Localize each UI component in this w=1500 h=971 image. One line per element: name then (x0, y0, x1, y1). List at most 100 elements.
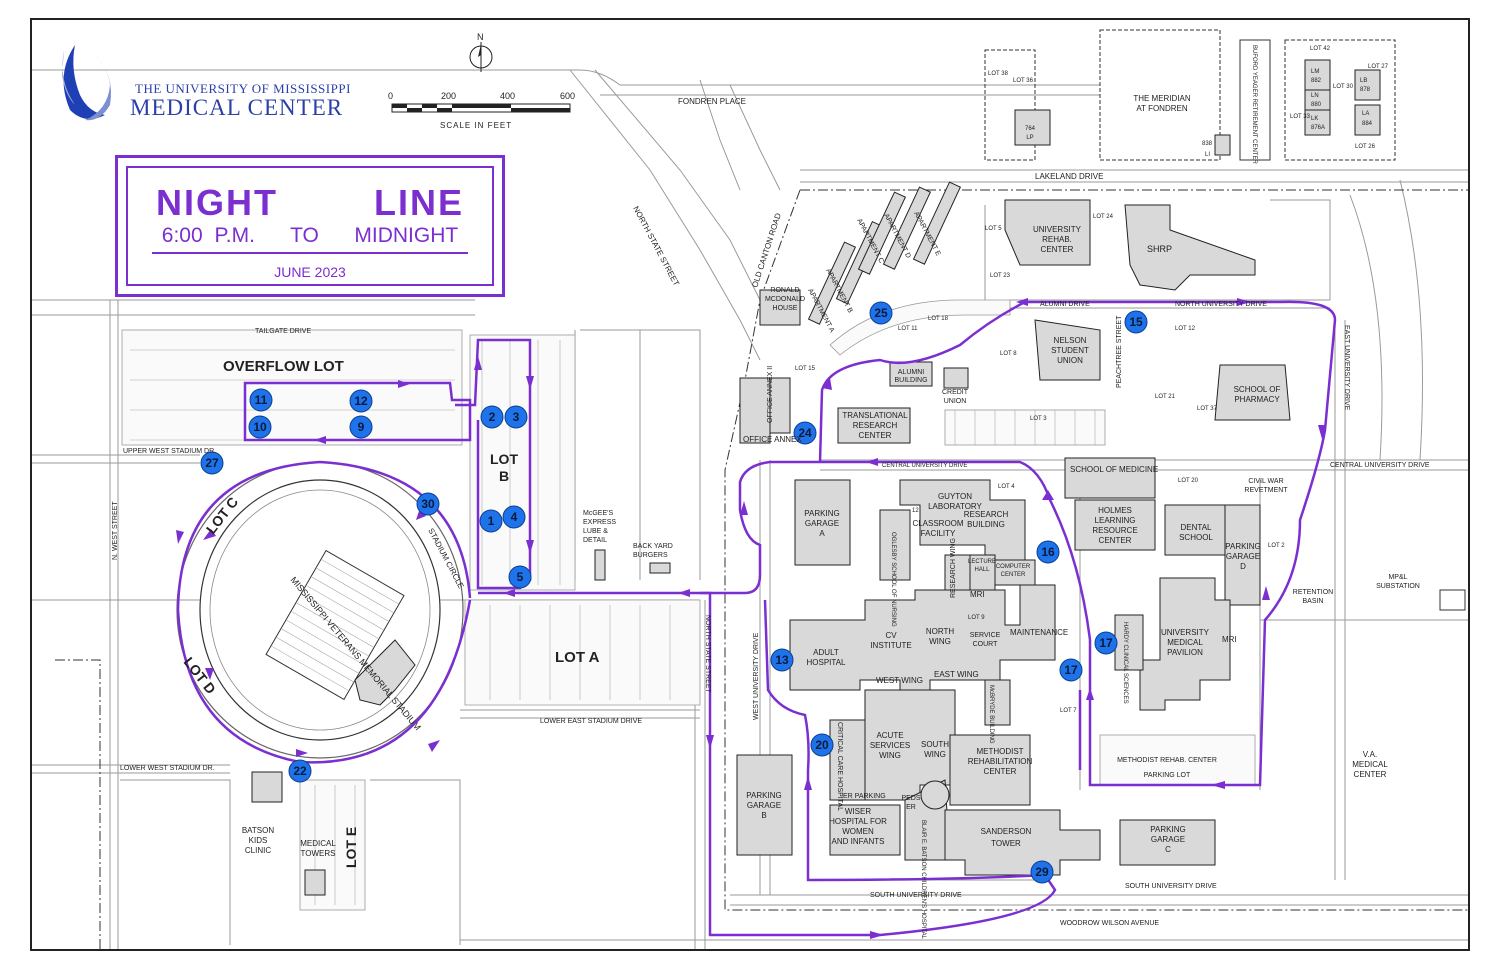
title-divider (152, 252, 468, 254)
stop-number: 25 (874, 306, 888, 320)
title-box-inner: NIGHT LINE 6:00 P.M. TO MIDNIGHT JUNE 20… (126, 166, 494, 286)
stop-circle (416, 492, 440, 516)
svg-text:LOT 20: LOT 20 (1178, 478, 1199, 484)
label-n-west: N. WEST STREET (112, 501, 119, 560)
boundary-west (55, 659, 101, 950)
label-lower-west: LOWER WEST STADIUM DR. (120, 765, 215, 772)
label-west-university: WEST UNIVERSITY DRIVE (753, 632, 760, 720)
svg-text:LOT 33: LOT 33 (1290, 114, 1311, 120)
svg-text:200: 200 (441, 91, 456, 101)
stop-circle (249, 388, 273, 412)
svg-text:LOT 27: LOT 27 (1368, 64, 1389, 70)
map-frame (30, 18, 1470, 951)
label-lot-b1: LOT (490, 451, 518, 467)
label-central-univ: CENTRAL UNIVERSITY DRIVE (882, 463, 967, 469)
svg-text:LOT 12: LOT 12 (1175, 326, 1196, 332)
svg-text:LOT 9: LOT 9 (968, 615, 985, 621)
label-tailgate: TAILGATE DRIVE (255, 328, 311, 335)
svg-text:LOT 37: LOT 37 (1197, 406, 1218, 412)
svg-text:0: 0 (388, 91, 393, 101)
stop-circle (504, 405, 528, 429)
label-fondren: FONDREN PLACE (678, 97, 746, 106)
stop-marker-27: 27 (200, 451, 224, 475)
stop-circle (1059, 658, 1083, 682)
route-title: NIGHT LINE (156, 182, 464, 223)
svg-text:LOT 3: LOT 3 (1030, 416, 1047, 422)
svg-text:SCHOOL OF MEDICINE: SCHOOL OF MEDICINE (1070, 465, 1158, 474)
stop-number: 20 (815, 738, 829, 752)
stop-number: 13 (775, 653, 789, 667)
route-hours: 6:00 P.M. TO MIDNIGHT (161, 224, 459, 247)
stop-circle (793, 421, 817, 445)
label-alumni: ALUMNI DRIVE (1040, 301, 1090, 308)
stop-circle (1124, 310, 1148, 334)
north-arrow: N (469, 32, 493, 72)
svg-text:HARDY CLINICAL SCIENCES: HARDY CLINICAL SCIENCES (1122, 622, 1128, 704)
stop-number: 29 (1035, 865, 1049, 879)
stop-marker-24: 24 (793, 421, 817, 445)
institution-name-line2: MEDICAL CENTER (130, 95, 344, 120)
stop-number: 24 (798, 426, 812, 440)
label-lakeland: LAKELAND DRIVE (1035, 172, 1103, 181)
svg-text:LOT 26: LOT 26 (1355, 144, 1376, 150)
stop-marker-17: 17 (1059, 658, 1083, 682)
label-er-parking: ER PARKING (843, 793, 886, 800)
svg-text:12: 12 (912, 508, 919, 514)
stop-marker-22: 22 (288, 759, 312, 783)
svg-text:LOT 21: LOT 21 (1155, 394, 1176, 400)
stop-number: 12 (354, 394, 368, 408)
svg-text:LOT 38: LOT 38 (988, 71, 1009, 77)
stop-marker-29: 29 (1030, 860, 1054, 884)
stop-number: 15 (1129, 315, 1143, 329)
svg-text:MRI: MRI (1222, 635, 1237, 644)
svg-text:LOT 4: LOT 4 (998, 484, 1015, 490)
label-peachtree: PEACHTREE STREET (1116, 315, 1123, 388)
stop-marker-12: 12 (349, 389, 373, 413)
svg-text:WEST WING: WEST WING (876, 676, 923, 685)
svg-text:LOT 36: LOT 36 (1013, 78, 1034, 84)
stop-circle (349, 389, 373, 413)
svg-text:400: 400 (500, 91, 515, 101)
stop-marker-3: 3 (504, 405, 528, 429)
stop-number: 27 (205, 456, 219, 470)
stop-marker-20: 20 (810, 733, 834, 757)
stop-circle (869, 301, 893, 325)
stop-marker-1: 1 (479, 509, 503, 533)
svg-text:BUFORD YEAGER RETIREMENT CENTE: BUFORD YEAGER RETIREMENT CENTER (1251, 45, 1257, 164)
stop-marker-10: 10 (248, 415, 272, 439)
label-north-univ: NORTH UNIVERSITY DRIVE (1175, 301, 1267, 308)
svg-text:MAINTENANCE: MAINTENANCE (1010, 628, 1068, 637)
label-south-univ-w: SOUTH UNIVERSITY DRIVE (870, 892, 962, 899)
stop-number: 3 (513, 410, 520, 424)
label-overflow-lot: OVERFLOW LOT (223, 358, 344, 375)
label-north-state-2: NORTH STATE STREET (704, 615, 711, 694)
stop-marker-13: 13 (770, 648, 794, 672)
svg-text:EAST WING: EAST WING (934, 670, 979, 679)
